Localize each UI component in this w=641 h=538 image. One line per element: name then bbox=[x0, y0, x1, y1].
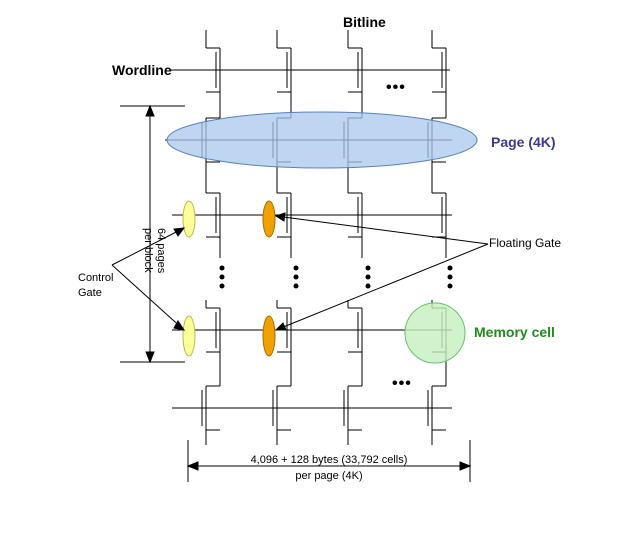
block-dimension bbox=[120, 104, 185, 364]
bitline-label: Bitline bbox=[343, 14, 386, 30]
page-width-dimension bbox=[186, 440, 472, 482]
page-label: Page (4K) bbox=[491, 134, 556, 150]
ellipsis-top: ••• bbox=[386, 79, 406, 96]
wordline-label: Wordline bbox=[112, 62, 172, 78]
floating-gate-label: Floating Gate bbox=[489, 236, 562, 250]
bytes-per-page-line1: 4,096 + 128 bytes (33,792 cells) bbox=[250, 454, 408, 466]
floating-gate-pointers bbox=[274, 212, 489, 331]
floating-gate-top bbox=[262, 200, 276, 238]
control-gate-line1: Control bbox=[78, 272, 114, 284]
pages-per-block-label: 64 pages per block bbox=[141, 228, 167, 274]
control-gate-label: Control Gate bbox=[78, 271, 113, 301]
control-gate-line2: Gate bbox=[78, 287, 102, 299]
memory-cell-highlight bbox=[404, 302, 466, 364]
vertical-ellipsis-group bbox=[219, 265, 453, 289]
pages-per-block-line2: per block bbox=[142, 228, 154, 273]
ellipsis-bottom: ••• bbox=[392, 375, 412, 392]
bytes-per-page-line2: per page (4K) bbox=[295, 470, 363, 482]
control-gate-pointers bbox=[111, 227, 186, 331]
control-gate-top bbox=[182, 200, 196, 238]
page-highlight-ellipse bbox=[166, 111, 478, 169]
pages-per-block-line1: 64 pages bbox=[155, 228, 167, 274]
memory-cell-label: Memory cell bbox=[474, 324, 555, 340]
control-gate-bottom bbox=[182, 315, 196, 357]
floating-gate-bottom bbox=[262, 315, 276, 357]
